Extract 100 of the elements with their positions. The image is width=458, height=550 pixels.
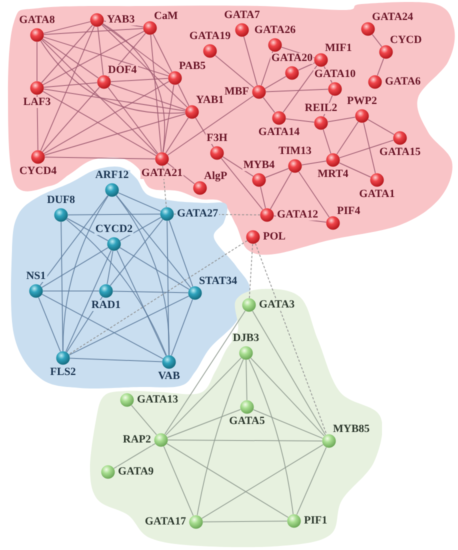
node-label: DOF4	[107, 65, 138, 76]
connector-line	[150, 34, 162, 152]
connector-line	[260, 186, 266, 208]
connector-line	[243, 36, 258, 86]
connector-line	[108, 33, 146, 77]
connector-line	[281, 46, 315, 58]
node-label: REIL2	[304, 103, 338, 114]
node-label: CaM	[153, 11, 179, 22]
connector-line	[114, 443, 156, 469]
connector-line	[164, 310, 246, 434]
node-label: GATA24	[371, 12, 414, 23]
node-label: GATA20	[270, 53, 314, 64]
connector-line	[222, 156, 254, 177]
connector-line	[322, 129, 332, 154]
node-label: CYCD	[389, 35, 423, 46]
connector-line	[38, 297, 61, 352]
connector-line	[69, 296, 189, 356]
node-label: GATA6	[384, 76, 422, 88]
connector-line	[248, 359, 294, 514]
connector-line	[372, 34, 382, 47]
connector-line	[112, 290, 188, 294]
connector-line	[282, 65, 318, 113]
node-label: GATA21	[140, 168, 184, 179]
node-label: GATA7	[223, 10, 261, 21]
node-label: RAD1	[90, 300, 122, 311]
connector-line	[131, 405, 157, 435]
node-label: CYCD4	[18, 166, 58, 177]
connector-line	[60, 222, 64, 352]
connector-line	[250, 358, 324, 436]
node-label: LAF3	[22, 97, 52, 108]
node-label: RAP2	[122, 434, 152, 446]
connector-line	[102, 24, 188, 108]
dotted-connector-line	[248, 244, 254, 298]
connector-line	[36, 94, 38, 150]
connector-line	[377, 58, 384, 76]
connector-line	[202, 520, 288, 522]
connector-line	[97, 26, 104, 76]
connector-line	[260, 51, 274, 86]
dotted-connector-line	[162, 166, 167, 208]
dotted-connector-line	[255, 243, 327, 435]
connector-line	[44, 82, 98, 88]
connector-line	[120, 217, 162, 241]
connector-line	[296, 447, 327, 515]
connector-line	[66, 218, 108, 241]
connector-line	[163, 446, 194, 516]
connector-line	[42, 290, 100, 292]
connector-line	[323, 95, 333, 117]
connector-line	[66, 296, 103, 352]
connector-line	[40, 40, 186, 114]
node-label: ARF12	[94, 170, 130, 181]
connector-line	[298, 62, 315, 70]
connector-line	[298, 172, 330, 218]
node-label: STAT34	[198, 276, 238, 287]
connector-line	[42, 247, 108, 288]
connector-line	[42, 87, 100, 152]
connector-line	[215, 55, 254, 88]
node-label: GATA19	[188, 31, 232, 42]
connector-line	[40, 26, 95, 151]
connector-line	[42, 30, 144, 86]
node-label: VAB	[157, 371, 181, 382]
connector-line	[196, 359, 244, 516]
connector-line	[368, 119, 394, 135]
node-label: GATA27	[176, 208, 220, 220]
connector-line	[265, 168, 289, 178]
connector-line	[110, 84, 186, 110]
connector-line	[120, 247, 190, 290]
connector-line	[339, 162, 371, 178]
node-label: GATA12	[276, 210, 320, 220]
node-label: FLS2	[49, 367, 77, 378]
connector-line	[42, 294, 164, 360]
connector-line	[44, 114, 186, 156]
connector-line	[162, 84, 174, 152]
connector-line	[168, 220, 194, 287]
connector-line	[167, 409, 241, 438]
node-label: GATA17	[144, 516, 187, 528]
node-label: MYB85	[332, 424, 371, 435]
connector-line	[42, 91, 156, 156]
connector-line	[253, 409, 323, 439]
connector-line	[166, 358, 242, 436]
connector-line	[168, 440, 322, 442]
connector-line	[166, 443, 288, 518]
connector-line	[118, 192, 161, 212]
connector-line	[286, 118, 314, 123]
node-label: NS1	[25, 271, 47, 282]
node-label: MBF	[224, 86, 250, 98]
connector-line	[44, 28, 144, 35]
node-label: AlgP	[203, 171, 228, 182]
connector-line	[108, 87, 158, 154]
node-label: YAB1	[195, 95, 225, 106]
connector-line	[266, 88, 328, 92]
connector-line	[66, 250, 112, 352]
dotted-connector-line	[68, 240, 248, 355]
connector-line	[152, 34, 172, 72]
node-label: DJB3	[232, 333, 260, 344]
connector-line	[110, 78, 168, 82]
connector-line	[66, 219, 167, 356]
node-label: GATA3	[258, 300, 296, 310]
connector-line	[339, 140, 394, 158]
connector-line	[42, 38, 98, 78]
connector-line	[324, 66, 332, 83]
